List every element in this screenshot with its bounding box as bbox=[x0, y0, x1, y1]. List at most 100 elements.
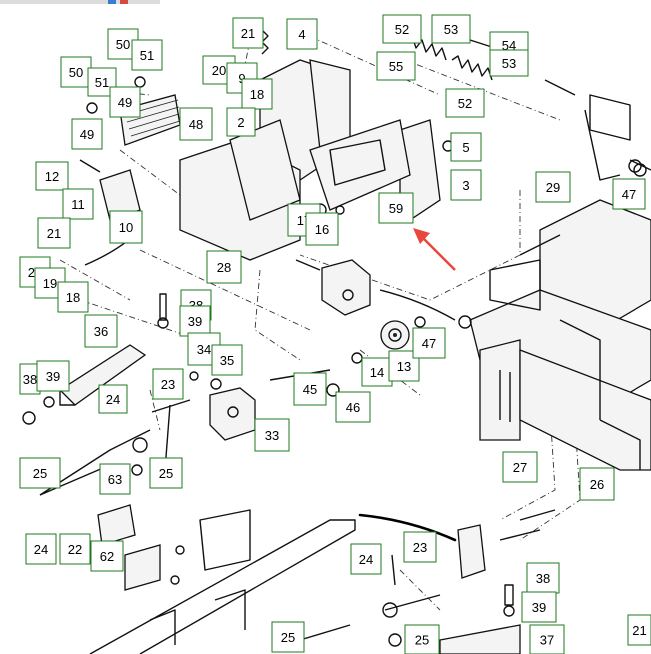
callout-box bbox=[627, 614, 651, 646]
callout-number: 35 bbox=[220, 353, 234, 368]
callout-21: 21 bbox=[627, 614, 651, 646]
callout-23: 23 bbox=[403, 531, 437, 563]
callout-box bbox=[226, 107, 256, 137]
callout-number: 12 bbox=[45, 169, 59, 184]
callout-number: 21 bbox=[47, 226, 61, 241]
callout-box bbox=[335, 391, 371, 423]
callout-box bbox=[376, 51, 416, 81]
callout-number: 62 bbox=[100, 549, 114, 564]
callout-number: 50 bbox=[69, 65, 83, 80]
callout-number: 52 bbox=[395, 22, 409, 37]
callout-number: 63 bbox=[108, 472, 122, 487]
callout-number: 39 bbox=[46, 369, 60, 384]
callout-box bbox=[350, 543, 382, 575]
callout-number: 4 bbox=[298, 27, 305, 42]
callout-23: 23 bbox=[152, 368, 184, 400]
callout-number: 23 bbox=[161, 377, 175, 392]
callout-39: 39 bbox=[179, 305, 211, 337]
pointer-arrow-icon bbox=[413, 228, 456, 271]
callout-number: 26 bbox=[590, 477, 604, 492]
callout-number: 50 bbox=[116, 37, 130, 52]
callout-box bbox=[521, 591, 557, 623]
callout-number: 46 bbox=[346, 400, 360, 415]
callout-number: 51 bbox=[95, 75, 109, 90]
callout-number: 24 bbox=[106, 392, 120, 407]
callout-box bbox=[149, 457, 183, 489]
callout-box bbox=[271, 621, 305, 653]
callout-51: 51 bbox=[131, 39, 163, 71]
callout-number: 52 bbox=[458, 96, 472, 111]
callout-number: 38 bbox=[536, 571, 550, 586]
callout-box bbox=[99, 463, 131, 495]
callout-number: 45 bbox=[303, 382, 317, 397]
callout-box bbox=[305, 212, 339, 246]
callout-number: 10 bbox=[119, 220, 133, 235]
callout-27: 27 bbox=[502, 451, 538, 483]
callout-18: 18 bbox=[57, 281, 89, 313]
callout-box bbox=[612, 178, 646, 210]
callout-25: 25 bbox=[404, 624, 440, 654]
callout-37: 37 bbox=[529, 624, 565, 654]
callout-box bbox=[36, 360, 70, 392]
callout-box bbox=[382, 14, 422, 44]
callout-box bbox=[502, 451, 538, 483]
callout-22: 22 bbox=[59, 533, 91, 565]
lower-base-frame bbox=[89, 509, 356, 654]
callout-49: 49 bbox=[71, 118, 103, 150]
callout-number: 24 bbox=[359, 552, 373, 567]
callout-52: 52 bbox=[445, 88, 485, 118]
callout-number: 36 bbox=[94, 324, 108, 339]
cables bbox=[358, 234, 561, 542]
callout-box bbox=[131, 39, 163, 71]
bracket-plate-33 bbox=[209, 387, 256, 441]
callout-3: 3 bbox=[450, 169, 482, 201]
header-crop-strip bbox=[0, 0, 160, 4]
callout-box bbox=[535, 171, 571, 203]
callout-number: 18 bbox=[250, 87, 264, 102]
callout-18: 18 bbox=[241, 78, 273, 110]
callout-50: 50 bbox=[60, 56, 92, 88]
callout-29: 29 bbox=[535, 171, 571, 203]
callout-box bbox=[412, 327, 446, 359]
callout-box bbox=[84, 314, 118, 348]
callout-36: 36 bbox=[84, 314, 118, 348]
callout-box bbox=[378, 192, 414, 224]
callout-box bbox=[37, 217, 71, 249]
callout-2: 2 bbox=[226, 107, 256, 137]
callout-47: 47 bbox=[612, 178, 646, 210]
callout-number: 55 bbox=[389, 59, 403, 74]
callout-47: 47 bbox=[412, 327, 446, 359]
callout-number: 53 bbox=[502, 56, 516, 71]
small-bracket-62 bbox=[97, 504, 136, 546]
callout-box bbox=[254, 418, 290, 452]
left-bracket bbox=[79, 159, 141, 266]
callout-number: 39 bbox=[532, 600, 546, 615]
callout-14: 14 bbox=[361, 357, 393, 387]
callout-number: 18 bbox=[66, 290, 80, 305]
lower-right-bracket bbox=[439, 524, 521, 654]
top-bracket-assembly bbox=[179, 59, 441, 261]
callout-box bbox=[109, 210, 143, 244]
callout-number: 29 bbox=[546, 180, 560, 195]
callout-46: 46 bbox=[335, 391, 371, 423]
callout-4: 4 bbox=[286, 18, 318, 50]
callout-box bbox=[361, 357, 393, 387]
callout-21: 21 bbox=[37, 217, 71, 249]
callout-25: 25 bbox=[271, 621, 305, 653]
callout-35: 35 bbox=[211, 344, 243, 376]
callout-11: 11 bbox=[62, 188, 94, 220]
callout-box bbox=[431, 14, 471, 44]
callout-38: 38 bbox=[526, 562, 560, 594]
callout-box bbox=[98, 384, 128, 414]
callout-number: 54 bbox=[502, 38, 516, 53]
callout-box bbox=[71, 118, 103, 150]
callout-39: 39 bbox=[521, 591, 557, 623]
callout-62: 62 bbox=[90, 540, 124, 572]
callout-number: 14 bbox=[370, 365, 384, 380]
linkage-rods bbox=[39, 369, 556, 641]
callout-number: 47 bbox=[622, 187, 636, 202]
callout-number: 25 bbox=[281, 630, 295, 645]
callout-box bbox=[293, 372, 327, 406]
callout-box bbox=[404, 624, 440, 654]
callout-number: 3 bbox=[462, 178, 469, 193]
